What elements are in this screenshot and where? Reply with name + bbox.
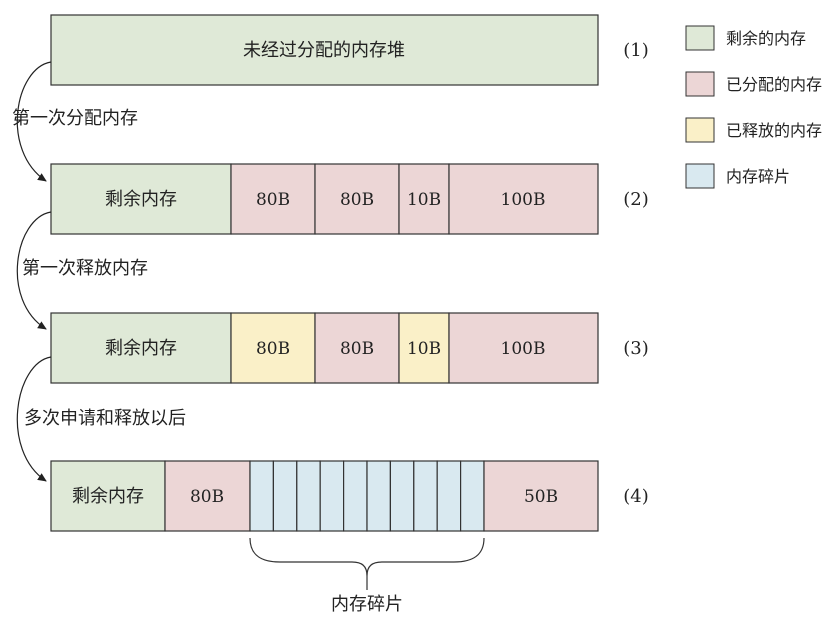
- free-block: [50, 460, 166, 532]
- row-tag-1: (1): [623, 40, 649, 61]
- step-arrow-1: [16, 61, 52, 182]
- fragment-cell: [366, 460, 391, 532]
- fragment-cell: [389, 460, 415, 532]
- fragment-cell: [343, 460, 368, 532]
- fragment-cell: [319, 460, 345, 532]
- step-arrow-2: [16, 211, 52, 330]
- fragment-cell: [296, 460, 321, 532]
- free-block: [50, 163, 232, 235]
- released-block: [398, 312, 450, 384]
- allocated-block: [448, 312, 599, 384]
- legend-swatch-allocated: [685, 71, 715, 97]
- block-label: 100B: [501, 190, 546, 210]
- legend-swatch-released: [685, 117, 715, 143]
- fragment-cell: [436, 460, 462, 532]
- legend-label: 剩余的内存: [726, 29, 806, 48]
- allocated-block: [164, 460, 251, 532]
- fragment-cell: [460, 460, 485, 532]
- legend-swatch-free: [685, 25, 715, 51]
- unallocated-heap-block: [50, 14, 599, 86]
- step-label-1: 第一次分配内存: [12, 108, 138, 129]
- block-label: 80B: [340, 190, 374, 210]
- block-label: 80B: [256, 339, 290, 359]
- unallocated-heap-label: 未经过分配的内存堆: [243, 40, 405, 61]
- row-tag-2: (2): [623, 189, 649, 210]
- row-tag-3: (3): [623, 338, 649, 359]
- legend-label: 已释放的内存: [726, 121, 822, 140]
- row-tag-4: (4): [623, 486, 649, 507]
- fragment-cell: [249, 460, 274, 532]
- step-arrow-3: [16, 356, 52, 482]
- legend-label: 内存碎片: [726, 167, 790, 186]
- block-label: 50B: [524, 487, 558, 507]
- step-label-3: 多次申请和释放以后: [24, 408, 186, 429]
- allocated-block: [314, 163, 400, 235]
- block-label: 100B: [501, 339, 546, 359]
- fragment-brace: [249, 537, 485, 577]
- allocated-block: [398, 163, 450, 235]
- block-label: 剩余内存: [105, 338, 177, 359]
- fragment-cell: [413, 460, 438, 532]
- fragment-caption: 内存碎片: [331, 594, 403, 615]
- allocated-block: [483, 460, 599, 532]
- allocated-block: [448, 163, 599, 235]
- allocated-block: [314, 312, 400, 384]
- block-label: 剩余内存: [72, 486, 144, 507]
- row-1: 未经过分配的内存堆 (1): [50, 14, 649, 86]
- block-label: 10B: [407, 339, 441, 359]
- legend-label: 已分配的内存: [726, 75, 822, 94]
- legend: 剩余的内存 已分配的内存 已释放的内存 内存碎片: [685, 25, 822, 189]
- step-label-2: 第一次释放内存: [22, 258, 148, 279]
- fragment-cell: [272, 460, 298, 532]
- legend-swatch-fragment: [685, 163, 715, 189]
- block-label: 10B: [407, 190, 441, 210]
- free-block: [50, 312, 232, 384]
- block-label: 80B: [256, 190, 290, 210]
- row-2: 剩余内存 80B 80B 10B 100B (2): [50, 163, 649, 235]
- block-label: 80B: [190, 487, 224, 507]
- allocated-block: [230, 163, 316, 235]
- fragment-block: [249, 460, 485, 532]
- released-block: [230, 312, 316, 384]
- row-4: 剩余内存 80B 50B (4): [50, 460, 649, 532]
- row-3: 剩余内存 80B 80B 10B 100B (3): [50, 312, 649, 384]
- block-label: 80B: [340, 339, 374, 359]
- block-label: 剩余内存: [105, 189, 177, 210]
